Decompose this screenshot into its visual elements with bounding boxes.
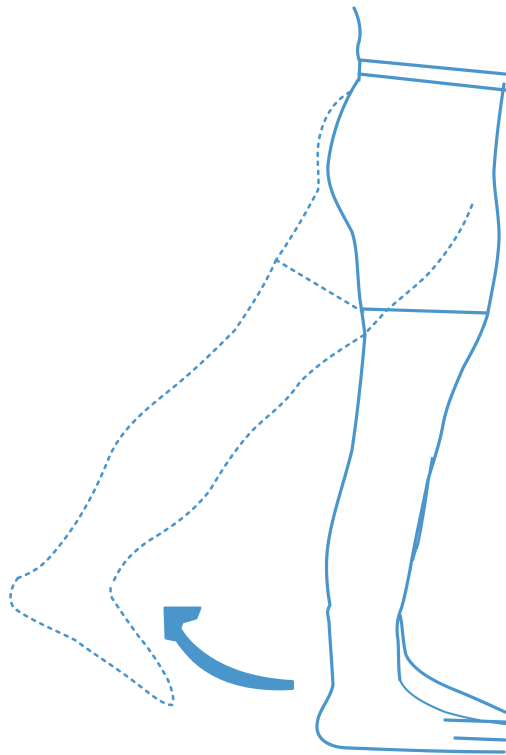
dotted-leg-icon: [11, 92, 472, 705]
waistband-upper: [360, 60, 505, 74]
shin-contour: [397, 313, 488, 680]
toe-line: [455, 738, 505, 740]
waistband-lower: [359, 74, 505, 90]
waistband-side: [359, 60, 360, 80]
calf-contour: [317, 335, 504, 752]
sole-line: [445, 720, 505, 722]
hip-top-line: [354, 8, 360, 62]
dotted-thigh-front: [364, 205, 472, 335]
dotted-calf: [18, 260, 276, 578]
curved-arrow-icon: [165, 608, 292, 688]
dotted-foot: [11, 578, 174, 705]
solid-leg-icon: [317, 8, 505, 752]
foot-top-contour-2: [400, 680, 505, 724]
dotted-knee-line: [276, 260, 363, 312]
knee-line: [363, 309, 488, 313]
thigh-back-contour: [328, 80, 365, 335]
arrow-shaft: [172, 626, 292, 688]
thigh-front-contour: [488, 84, 504, 312]
